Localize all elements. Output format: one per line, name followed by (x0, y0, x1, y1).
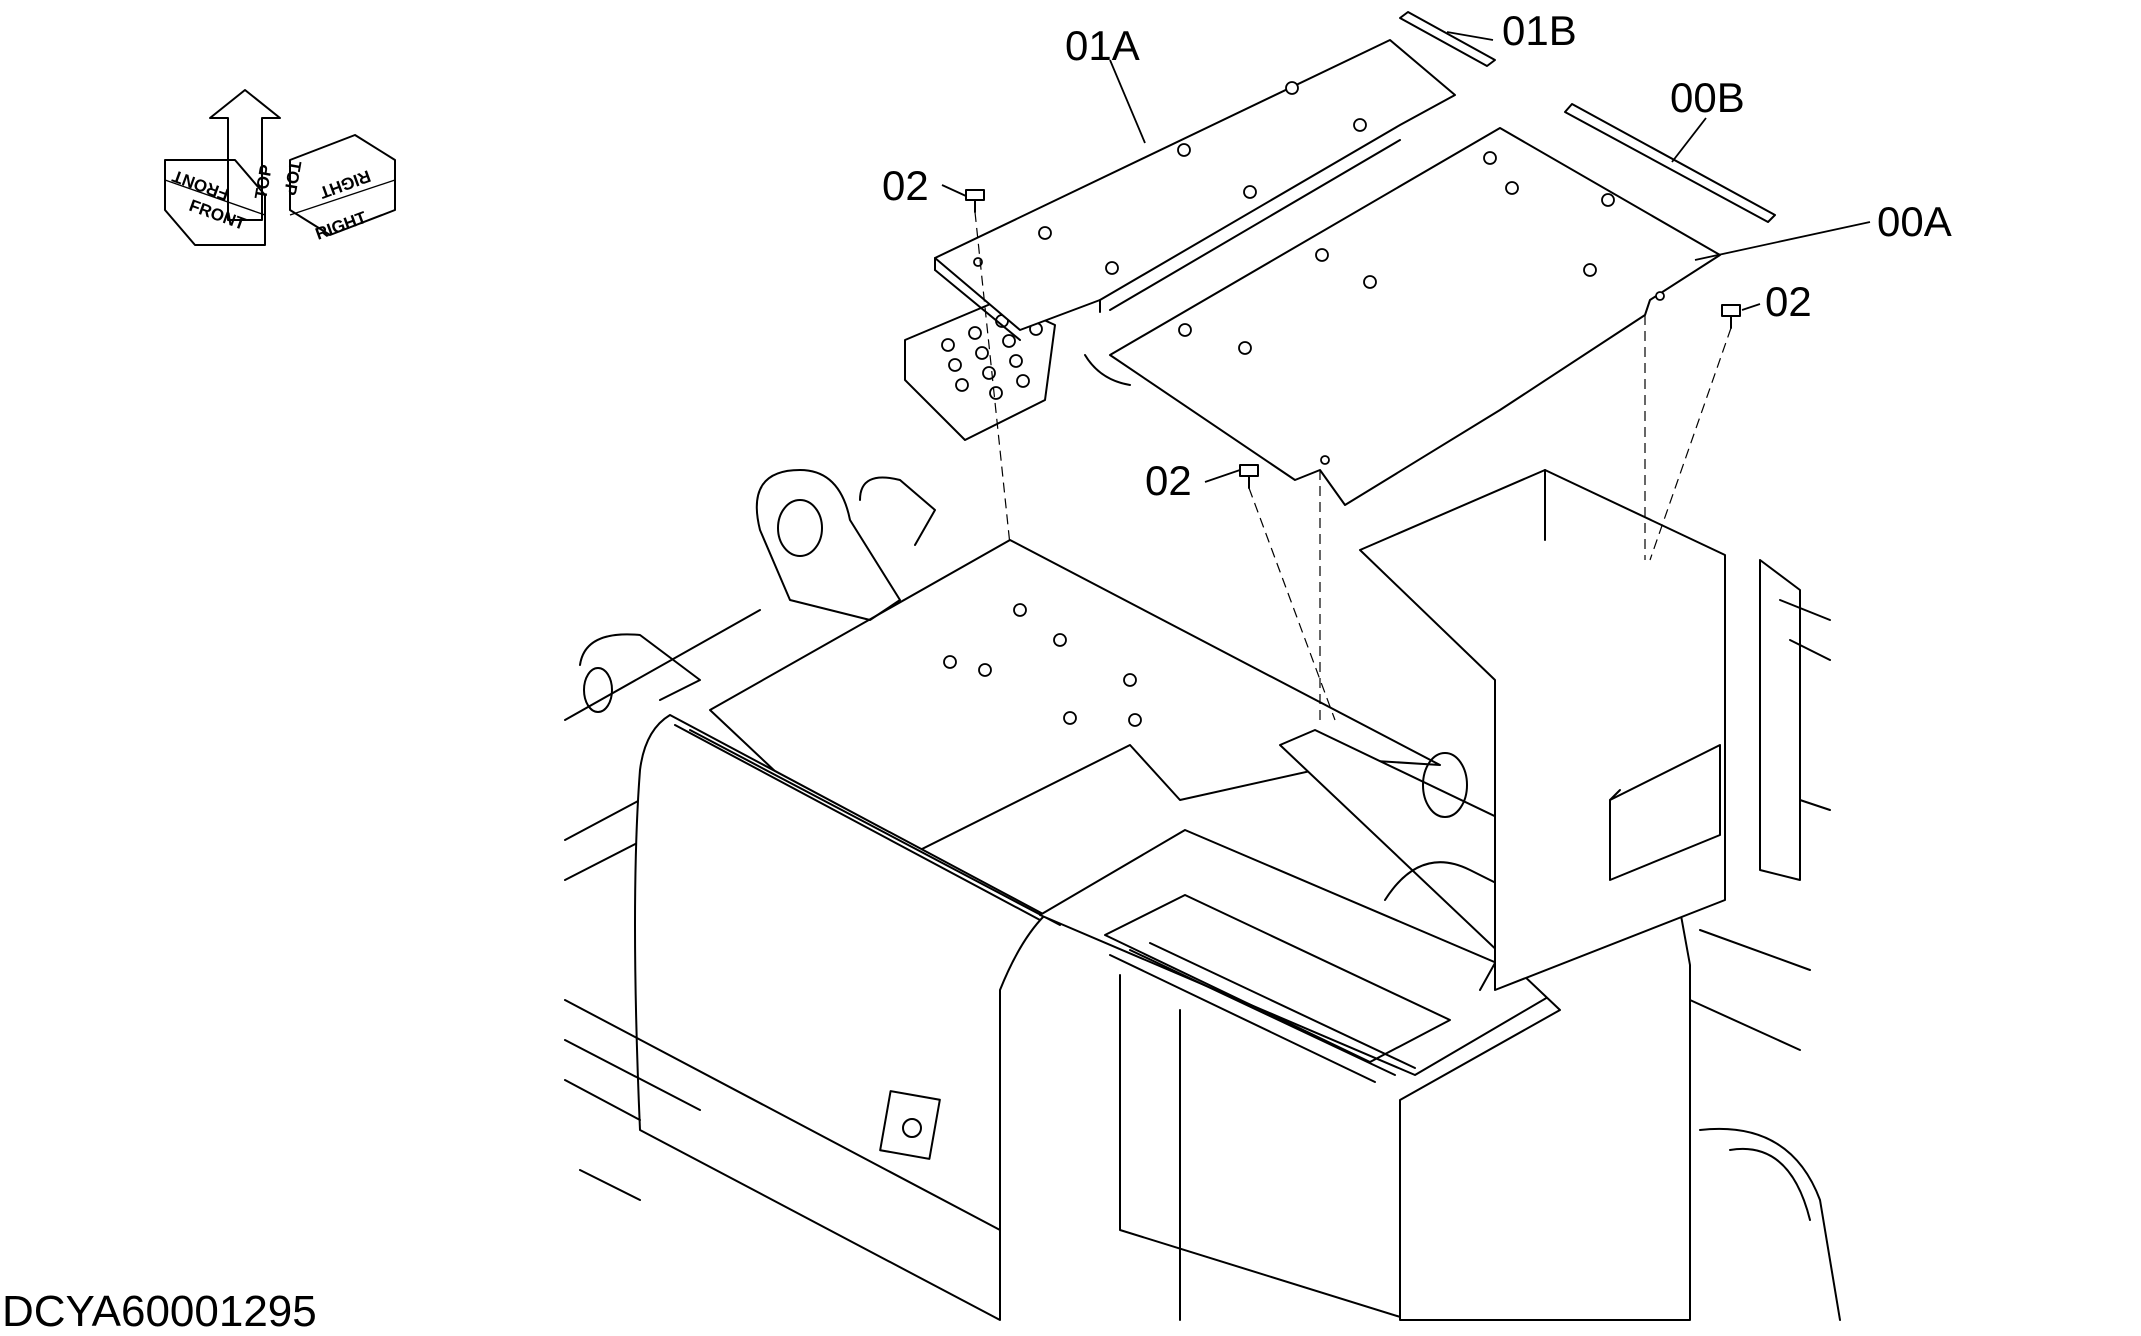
panel-01a (934, 39, 1456, 341)
seal-00b (1564, 103, 1776, 223)
step-perforations (941, 314, 1043, 400)
label-00b: 00B (1670, 74, 1745, 121)
orientation-top: TOP (251, 163, 276, 200)
label-00a: 00A (1877, 198, 1952, 245)
assembly-lines (974, 211, 1732, 721)
bolt-02-lower (1239, 464, 1259, 489)
orientation-top-mirrored: TOP (280, 159, 305, 196)
document-id: DCYA60001295 (2, 1287, 317, 1336)
orientation-indicator: FRONT FRONT TOP TOP RIGHT RIGHT (164, 89, 396, 246)
seal-01b (1399, 11, 1496, 67)
label-02-right: 02 (1765, 278, 1812, 325)
label-01a: 01A (1065, 22, 1140, 69)
bolt-02-right (1721, 304, 1741, 329)
bolt-02-upper (965, 189, 985, 213)
orientation-right: RIGHT (313, 208, 370, 244)
label-02-lower: 02 (1145, 457, 1192, 504)
panel-00a (1084, 127, 1721, 506)
label-02-upper: 02 (882, 162, 929, 209)
leader-lines (941, 31, 1871, 483)
machine-frame (564, 299, 1841, 1321)
label-01b: 01B (1502, 7, 1577, 54)
